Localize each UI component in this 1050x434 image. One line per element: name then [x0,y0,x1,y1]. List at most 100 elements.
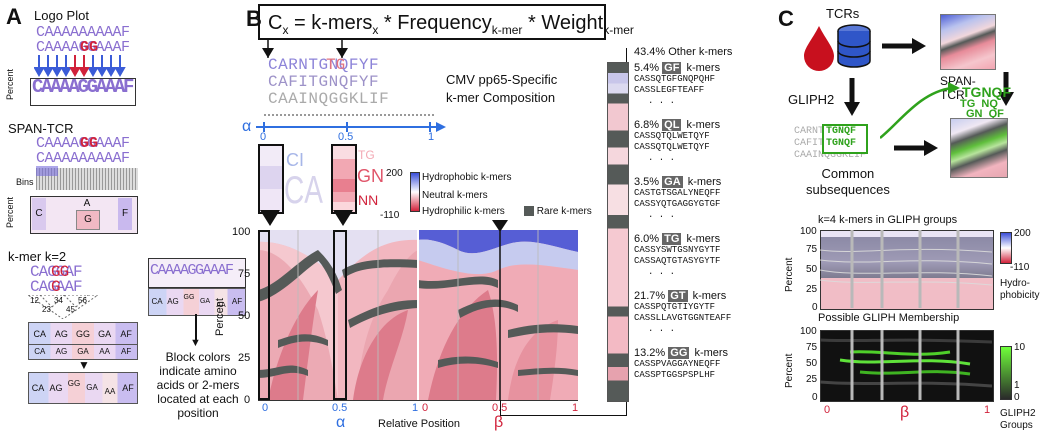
kmer-pos-45: 45 [66,305,75,314]
group-more: . . . [648,324,676,334]
logo-percent-label: Percent [5,68,15,100]
right-blocks: CA AG GG GA AA AF [148,288,246,316]
block-color-caption: Block colors indicate amino acids or 2-m… [156,350,240,420]
group-header: 6.8% QL k-mers [634,119,774,131]
c-bottom-colorbar [1000,346,1012,400]
kmer-block-af: AF [120,329,132,339]
b-alpha-label: α [336,414,346,431]
group-kmer-chip: GG [668,347,690,359]
alpha-tick-05: 0.5 [338,131,354,143]
c-top-percent: Percent [784,257,795,292]
c-cb2-min: 0 [1014,392,1020,403]
kmer-group: 5.4% GF k-mers CASSQTGFGNQPQHF CASSLEGFT… [634,62,774,119]
zoom-down-markers [260,210,353,226]
group-suffix: k-mers [689,290,727,302]
kmer-composition-plot [258,230,578,400]
right-logo-box [148,258,246,288]
block-a: A [83,198,91,209]
bins-highlight [36,166,58,176]
alpha-tick-0: 0 [260,131,267,143]
c-bottom-title: Possible GLIPH Membership [818,312,960,324]
legend-hydrophilic: Hydrophilic k-mers [422,206,505,217]
block-f: F [118,198,132,230]
formula-sub-kmer: k-mer [491,23,523,37]
c-bot-percent: Percent [784,353,795,388]
merged-ca: CA [31,383,45,393]
group-suffix: k-mers [691,347,729,359]
arrow-down-right [998,72,1014,106]
kmer-k2-title: k-mer k=2 [8,249,67,264]
right-block-ca: CA [151,297,163,306]
c-top-title: k=4 k-mers in GLIPH groups [818,214,958,226]
logo-seq2: CAAAAGGAAAF [36,39,130,56]
merged-af: AF [122,383,134,393]
group-seq: CASSYSWTGSNYGYTF [634,245,721,255]
group-seq: CASSPQTGTIYGYTF [634,302,716,312]
group-more: . . . [648,153,676,163]
group-header: 5.4% GF k-mers [634,62,774,74]
group-pct: 3.5% [634,176,660,188]
right-block-aa: AA [216,302,226,309]
green-curve-arrow [880,82,960,139]
formula-c: C [268,12,283,34]
group-header: 21.7% GT k-mers [634,290,774,302]
c-bot-y-100: 100 [800,326,817,337]
beta-side-bar [607,62,629,402]
kmer-merged-blocks: CA AG GG GA AA AF [28,372,138,404]
kmer-seq2: CAGAAF [30,278,83,296]
group-suffix: k-mers [683,233,721,245]
right-block-gg: GG [183,294,195,301]
kmer-group: 6.8% QL k-mers CASSQTQLWETQYF CASSQTQLWE… [634,119,774,176]
block-percent-label: Percent [5,196,15,228]
logo-seq2-gg-highlight: GG [80,39,99,56]
right-block-ga: GA [199,298,211,305]
beta-marker [492,220,508,232]
gliph-thumb [950,118,1008,178]
kmer-seq2-g: G [51,278,61,296]
seq-line-2: CAFITGNQFYF [268,73,380,91]
group-more: . . . [648,96,676,106]
formula-freq: * Frequency [378,12,492,34]
group-seq: CASSQTQLWETQYF [634,131,710,141]
kmer-pos-12: 12 [30,296,39,305]
c-top-y-100: 100 [800,226,817,237]
motif-parts-1: TG NQ [960,98,998,110]
bins-strip [36,168,138,190]
legend-rare-label: Rare k-mers [536,206,592,217]
group-seq: CASSAQTGTASYGYTF [634,256,721,266]
right-block-ag: AG [167,297,179,306]
c-motif-line1: TGNQF [826,126,857,137]
common-subsequences-label: Common subsequences [806,166,890,198]
zoom-col-alpha0 [258,144,284,214]
group-seq: CASSPVAGGAYNEQFF [634,359,721,369]
kmer-pos-23: 23 [42,305,51,314]
formula-sub-kmer2: k-mer [603,23,634,37]
c-bot-y-0: 0 [812,392,818,403]
b-y-tick-0: 0 [244,394,251,406]
kmer-block2-af: AF [121,347,132,356]
group-suffix: k-mers [683,119,721,131]
group-pct: 13.2% [634,347,666,359]
group-kmer-chip: GA [662,176,683,188]
merged-ga: GA [86,383,98,392]
kmer-position-triangles [28,295,99,319]
group-seq: CASSPTGGSPSPLHF [634,370,716,380]
panel-c-letter: C [778,6,794,31]
blood-drop-icon [804,26,834,71]
top-pointer-markers [262,40,348,58]
group-header: 3.5% GA k-mers [634,176,774,188]
kmer-blocks-top: CA AG GG GA AF [28,322,138,346]
seq-line-1: CARNTGNQFYF [268,56,380,74]
b-beta-tick-05: 0.5 [492,402,507,414]
span-seq1: CAAAAGGAAAF [36,135,130,152]
group-header: 6.0% TG k-mers [634,233,774,245]
kmer-seq1-gg: GG [51,263,69,281]
group-kmer-chip: TG [662,233,682,245]
label-ca: CA [284,168,323,212]
logo-arrows [34,55,126,77]
arrow-right-top [882,38,926,54]
bins-label: Bins [16,177,34,187]
c-motif-line2: TGNQF [826,138,857,149]
cmv-title-line1: CMV pp65-Specific [446,72,558,87]
c-top-colorbar [1000,232,1012,264]
